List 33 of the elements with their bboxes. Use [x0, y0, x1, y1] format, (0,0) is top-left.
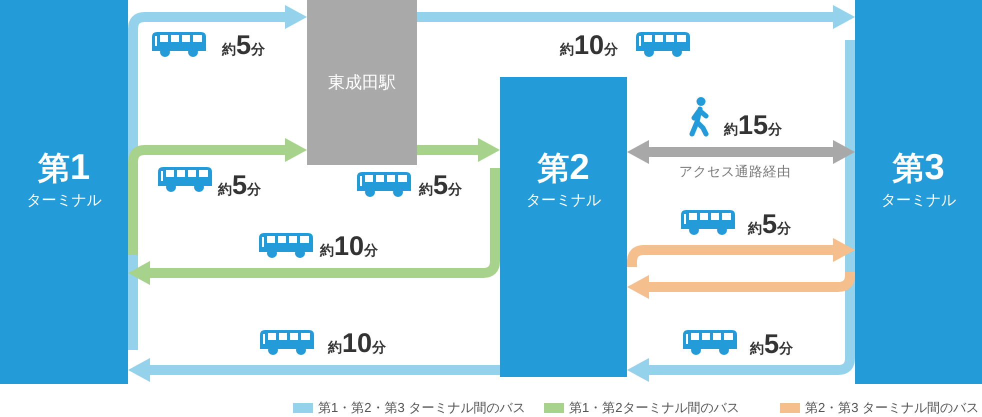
edge-label: 約15分 [724, 110, 782, 140]
arrow [627, 140, 855, 164]
edge-label: 約10分 [328, 328, 386, 358]
edge-label: 約5分 [750, 329, 794, 359]
legend-text: 第1・第2・第3 ターミナル間のバス [318, 400, 526, 416]
legend-text: 第1・第2ターミナル間のバス [569, 400, 740, 416]
terminal-heading: 第3 [892, 149, 945, 186]
arrow [627, 238, 855, 267]
edge-label: 約10分 [560, 30, 618, 60]
station-name: 東成田駅 [328, 72, 396, 92]
terminal-box [500, 77, 627, 377]
terminal-label: ターミナル [881, 192, 956, 210]
edge-label: 約5分 [222, 30, 266, 60]
edge-label: 約10分 [320, 231, 378, 261]
arrow [128, 138, 307, 255]
arrow [627, 40, 855, 382]
arrow [417, 138, 500, 162]
station-box [307, 0, 417, 165]
edge-label: 約5分 [419, 170, 462, 200]
terminal-heading: 第2 [537, 149, 590, 186]
route-note: アクセス通路経由 [679, 163, 791, 180]
terminal-heading: 第1 [38, 149, 90, 186]
terminal-label: ターミナル [26, 192, 102, 210]
terminal-box [855, 0, 982, 384]
arrow [627, 270, 855, 299]
arrow [128, 358, 500, 382]
edge-label: 約5分 [748, 209, 792, 239]
legend-text: 第2・第3 ターミナル間のバス [805, 400, 980, 416]
terminal-label: ターミナル [526, 192, 601, 210]
arrow [417, 5, 855, 29]
terminal-box [0, 0, 128, 384]
edge-label: 約5分 [218, 170, 262, 200]
arrow [128, 168, 500, 285]
